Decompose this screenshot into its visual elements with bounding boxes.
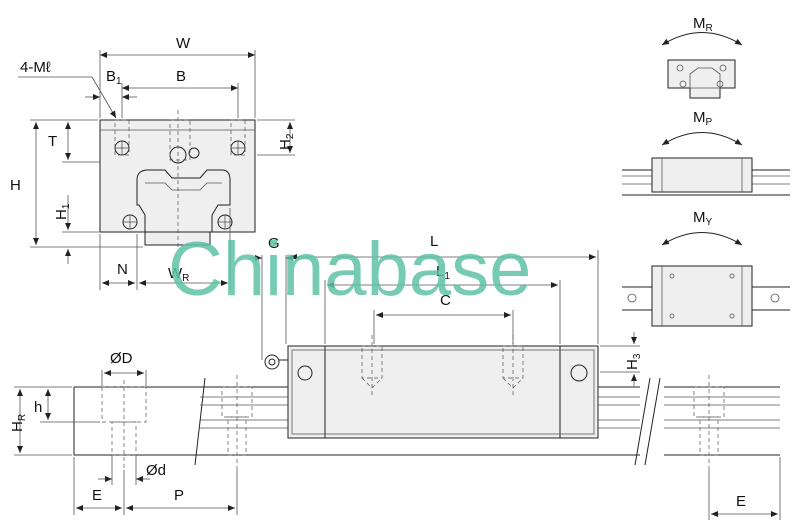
label-T: T <box>48 133 57 150</box>
moment-MP: MP <box>622 109 790 196</box>
label-H: H <box>10 177 21 194</box>
carriage-end-outline <box>99 119 256 246</box>
label-HR: HR <box>9 414 28 432</box>
moment-MY: MY <box>622 209 790 327</box>
label-E-right: E <box>736 493 746 510</box>
label-H3: H3 <box>624 353 643 370</box>
grease-nipple-side <box>264 354 280 370</box>
side-seal-screw <box>570 364 588 382</box>
end-view: W B B1 4-Mℓ H T H1 H2 <box>10 35 296 290</box>
label-MR: MR <box>693 15 713 34</box>
side-seal-screw <box>297 365 313 381</box>
label-d: Ød <box>146 462 166 479</box>
label-D: ØD <box>110 350 133 367</box>
label-W: W <box>176 35 191 52</box>
label-h: h <box>34 399 42 416</box>
side-view: G L L1 C H3 ØD h HR <box>9 233 781 520</box>
label-P: P <box>174 487 184 504</box>
label-MP: MP <box>693 109 713 128</box>
label-H1: H1 <box>53 203 72 220</box>
label-MY: MY <box>693 209 713 228</box>
moment-MR: MR <box>661 15 743 99</box>
label-mounting-thread: 4-Mℓ <box>20 59 51 76</box>
label-B1: B1 <box>106 68 122 87</box>
label-N: N <box>117 261 128 278</box>
label-B: B <box>176 68 186 85</box>
label-H2: H2 <box>277 133 296 150</box>
label-E-left: E <box>92 487 102 504</box>
label-L: L <box>430 233 438 250</box>
carriage-side <box>287 345 599 439</box>
rail-profile <box>136 169 231 233</box>
label-WR: WR <box>168 265 189 284</box>
label-C: C <box>440 292 451 309</box>
label-L1: L1 <box>436 263 450 282</box>
label-G: G <box>268 235 280 252</box>
watermark: Chinabase <box>168 227 531 312</box>
